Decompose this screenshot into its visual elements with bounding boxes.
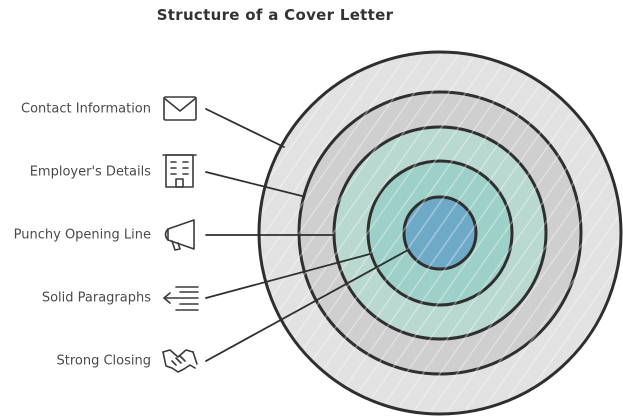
layer-label-strong-closing: Strong Closing (56, 353, 151, 369)
connectors (205, 108, 409, 362)
handshake-icon (162, 349, 198, 373)
layer-label-contact-information: Contact Information (21, 101, 151, 117)
rings (257, 50, 623, 416)
diagram-title: Structure of a Cover Letter (156, 6, 394, 24)
layer-label-punchy-opening-line: Punchy Opening Line (13, 227, 151, 243)
layer-label-employers-details: Employer's Details (29, 164, 151, 180)
envelope-icon (163, 96, 197, 121)
connector-solid-paragraphs (205, 253, 371, 299)
megaphone-icon (164, 219, 195, 251)
ring-hatch-overlay (261, 54, 619, 412)
connector-contact-information (205, 108, 285, 148)
building-icon (162, 154, 197, 188)
connector-employers-details (205, 171, 303, 197)
layer-label-solid-paragraphs: Solid Paragraphs (41, 290, 151, 306)
connector-strong-closing (205, 249, 409, 362)
paragraph-lines-icon (163, 286, 199, 311)
